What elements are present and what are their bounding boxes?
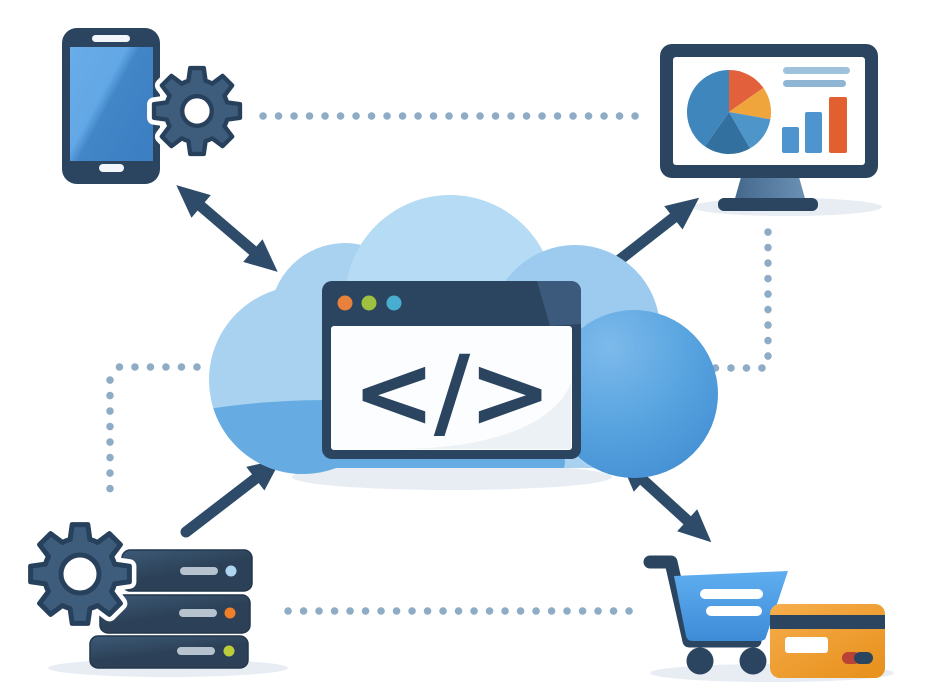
content-sheen xyxy=(398,383,571,449)
window-dot-orange xyxy=(337,295,353,311)
browser-window-icon: </> xyxy=(322,281,581,459)
pie-slice-darkblue xyxy=(704,112,750,155)
bar-2 xyxy=(805,112,822,153)
gear-icon-server xyxy=(31,525,130,624)
phone-speaker xyxy=(92,35,130,42)
phone-home-button xyxy=(99,164,124,172)
server-led-blue xyxy=(225,565,237,577)
monitor-stand-base xyxy=(718,198,818,211)
server-slot-1 xyxy=(180,567,218,575)
pie-slice-yellow xyxy=(729,87,772,120)
screen-text-line-2 xyxy=(783,80,846,87)
pie-slice-midblue xyxy=(729,112,771,149)
server-led-orange xyxy=(224,607,236,619)
arrow-cloud-monitor xyxy=(607,197,700,271)
arrows xyxy=(176,185,712,543)
cart-wheel-right xyxy=(739,647,767,675)
cloud-shadow xyxy=(292,464,612,490)
cart-wheel-left xyxy=(686,647,714,675)
analytics-monitor-icon xyxy=(660,44,878,211)
window-dot-green xyxy=(361,295,377,311)
cart-line-2 xyxy=(706,606,762,616)
bar-3 xyxy=(829,97,847,153)
screen-text-line-1 xyxy=(783,67,850,74)
credit-card-icon xyxy=(770,604,885,678)
dotted-connectors xyxy=(106,112,772,615)
window-dot-teal xyxy=(386,295,402,311)
double-arrow-cloud-cart xyxy=(619,458,712,543)
double-arrow-phone-cloud xyxy=(176,185,278,272)
arrow-server-cloud xyxy=(180,458,282,538)
titlebar-sheen xyxy=(537,281,581,326)
card-magnetic-stripe xyxy=(770,615,885,629)
phone-screen xyxy=(70,47,153,161)
card-chip-navy xyxy=(854,652,873,664)
server-led-green xyxy=(223,645,235,657)
bar-1 xyxy=(782,127,799,153)
browser-content xyxy=(331,326,572,450)
cloud-right-lobe xyxy=(550,310,718,478)
smartphone-icon xyxy=(62,28,160,184)
pie-slice-orange xyxy=(729,70,764,112)
gear-icon-phone xyxy=(154,68,240,154)
server-unit-3 xyxy=(89,635,249,669)
server-slot-2 xyxy=(179,609,217,617)
cart-line-1 xyxy=(700,589,763,599)
card-signature-box xyxy=(785,637,828,653)
server-slot-3 xyxy=(177,647,215,655)
code-symbol: </> xyxy=(352,334,550,451)
pie-chart-icon xyxy=(686,70,772,155)
shopping-cart-icon xyxy=(643,555,788,675)
bar-chart-icon xyxy=(782,97,847,153)
pie-slice-blue xyxy=(686,70,729,147)
